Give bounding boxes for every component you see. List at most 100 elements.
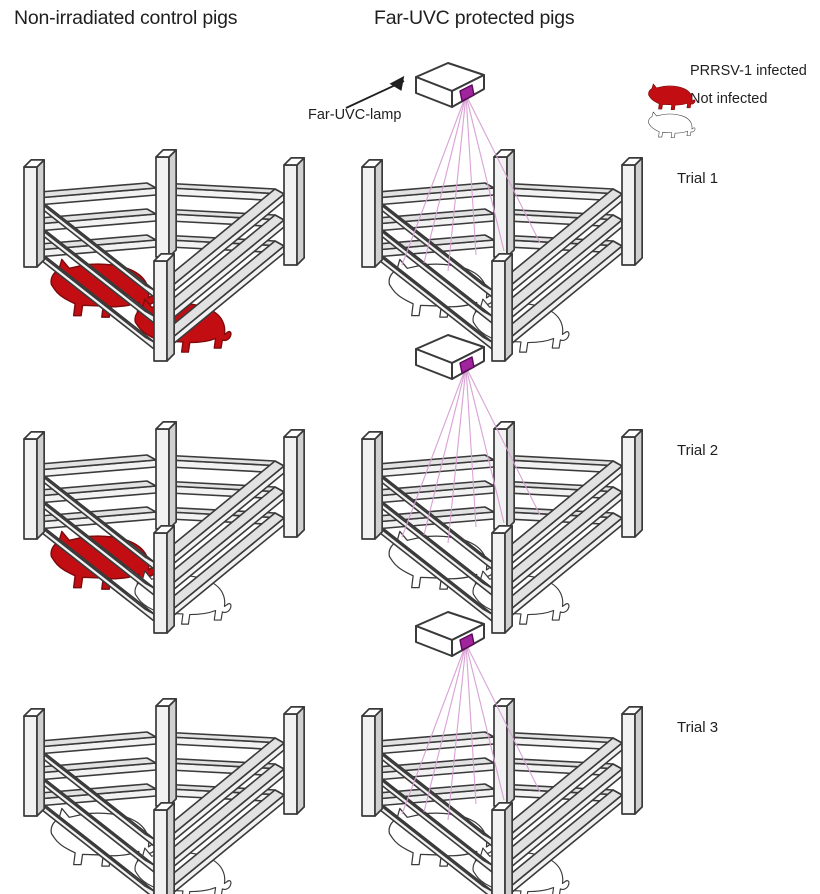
pen-control-3-post-back-cap xyxy=(155,697,177,707)
uv-rays-1-ray-1 xyxy=(423,94,467,264)
pen-control-1-posts xyxy=(23,148,305,362)
uv-rays-2 xyxy=(401,366,541,544)
pen-control-1-post-right xyxy=(283,164,298,266)
pen-control-3-posts xyxy=(23,697,305,894)
pen-faruvc-1-post-right xyxy=(621,164,636,266)
far-uvc-lamp-3-inner xyxy=(415,611,485,657)
pen-faruvc-3-post-left-cap xyxy=(361,708,384,717)
uv-rays-3-ray-1 xyxy=(423,643,467,813)
pen-faruvc-2 xyxy=(361,420,643,634)
pen-faruvc-3-post-front-cap xyxy=(491,801,513,811)
pen-control-3-post-left-side xyxy=(36,708,46,817)
lamp-annotation-arrow xyxy=(345,75,405,109)
legend-pig-icon-outline xyxy=(648,111,696,139)
pen-faruvc-1-post-left-side xyxy=(374,159,384,268)
pen-control-3-post-back-side xyxy=(168,697,177,807)
pen-control-1-post-back-side xyxy=(168,148,177,258)
pen-faruvc-3-post-left xyxy=(361,715,376,817)
legend-pig-icon-filled xyxy=(648,83,696,111)
pen-control-2-post-right-cap xyxy=(283,429,305,438)
lamp-annotation-label: Far-UVC-lamp xyxy=(308,107,402,123)
pen-control-2-posts xyxy=(23,420,305,634)
uv-rays-1-ray-4 xyxy=(465,94,505,252)
uv-rays-3 xyxy=(401,643,541,821)
pen-faruvc-3-post-right xyxy=(621,713,636,815)
uv-rays-3-ray-4 xyxy=(465,643,505,801)
uv-rays-2-ray-4 xyxy=(465,366,505,524)
pen-faruvc-2-post-left xyxy=(361,438,376,540)
pen-faruvc-2-post-front-cap xyxy=(491,524,513,534)
pen-control-2-post-left-side xyxy=(36,431,46,540)
pen-control-2-inner xyxy=(23,420,305,634)
pen-faruvc-2-post-left-side xyxy=(374,431,384,540)
pen-faruvc-3-post-left-side xyxy=(374,708,384,817)
pen-control-2-post-right-side xyxy=(296,429,305,538)
pen-faruvc-3-post-back-cap xyxy=(493,697,515,707)
pen-control-3-post-right xyxy=(283,713,298,815)
pen-faruvc-1-post-front xyxy=(491,260,506,362)
uv-rays-2-ray-5 xyxy=(465,366,541,516)
pen-control-1-post-front-cap xyxy=(153,252,175,262)
legend-pig-icon-outline-body xyxy=(648,111,696,139)
far-uvc-lamp-2-uv-panel xyxy=(459,356,475,374)
uv-rays-1-ray-5 xyxy=(465,94,541,244)
far-uvc-lamp-1 xyxy=(415,62,485,108)
far-uvc-lamp-2 xyxy=(415,334,485,380)
pen-faruvc-1-post-left-cap xyxy=(361,159,384,168)
pen-faruvc-3-post-front-side xyxy=(504,801,513,894)
pen-control-2-post-back xyxy=(155,428,170,530)
legend-label-not-infected: Not infected xyxy=(690,91,768,107)
pen-faruvc-1-post-left xyxy=(361,166,376,268)
pen-control-2-post-front-side xyxy=(166,524,175,634)
pen-control-2-post-back-side xyxy=(168,420,177,530)
uv-rays-3-ray-5 xyxy=(465,643,541,793)
pen-control-3-post-front xyxy=(153,809,168,894)
pen-faruvc-1-rails-near xyxy=(365,188,623,350)
pen-control-1-inner xyxy=(23,148,305,362)
pen-faruvc-2-post-right-side xyxy=(634,429,643,538)
uv-rays-3-ray-0 xyxy=(401,643,467,815)
pen-faruvc-2-post-front-side xyxy=(504,524,513,634)
uv-rays-1-ray-0 xyxy=(401,94,467,266)
pen-control-1 xyxy=(23,148,305,362)
pen-faruvc-1-inner xyxy=(361,148,643,362)
pen-faruvc-1-post-right-cap xyxy=(621,157,643,166)
pen-control-1-post-front-side xyxy=(166,252,175,362)
pen-faruvc-3-posts xyxy=(361,697,643,894)
pen-faruvc-1-post-front-cap xyxy=(491,252,513,262)
pen-control-1-rails-near xyxy=(27,188,285,350)
pen-control-3-post-front-side xyxy=(166,801,175,894)
pen-faruvc-2-post-right xyxy=(621,436,636,538)
pen-faruvc-2-post-back-side xyxy=(506,420,515,530)
pen-faruvc-1-posts xyxy=(361,148,643,362)
pen-faruvc-1-post-right-side xyxy=(634,157,643,266)
legend[interactable] xyxy=(648,83,696,139)
far-uvc-lamp-3 xyxy=(415,611,485,657)
pen-faruvc-2-inner xyxy=(361,420,643,634)
pen-control-1-post-left-cap xyxy=(23,159,46,168)
pen-control-1-post-left-side xyxy=(36,159,46,268)
pen-control-1-post-front xyxy=(153,260,168,362)
uv-rays-3-ray-3 xyxy=(465,643,477,805)
uv-rays-2-ray-0 xyxy=(401,366,467,538)
trial-row-2 xyxy=(23,334,643,634)
pen-faruvc-1-post-front-side xyxy=(504,252,513,362)
pen-control-1-post-back-cap xyxy=(155,148,177,158)
uv-rays-1-ray-2 xyxy=(447,94,467,272)
pen-faruvc-2-post-front xyxy=(491,532,506,634)
row-label-trial-3: Trial 3 xyxy=(677,719,719,736)
pen-faruvc-3 xyxy=(361,697,643,894)
uv-rays-2-ray-3 xyxy=(465,366,477,528)
pen-faruvc-1-post-back-cap xyxy=(493,148,515,158)
pen-control-2-post-right xyxy=(283,436,298,538)
pen-faruvc-3-post-right-side xyxy=(634,706,643,815)
lamp-arrow-head xyxy=(389,75,405,91)
trial-row-3 xyxy=(23,611,643,894)
legend-pig-icon-filled-body xyxy=(648,83,696,111)
column-header-faruvc: Far-UVC protected pigs xyxy=(374,7,575,29)
pen-control-3-post-right-side xyxy=(296,706,305,815)
pen-control-1-post-right-side xyxy=(296,157,305,266)
pen-control-3-rails-near xyxy=(27,737,285,894)
pen-faruvc-2-post-back-cap xyxy=(493,420,515,430)
